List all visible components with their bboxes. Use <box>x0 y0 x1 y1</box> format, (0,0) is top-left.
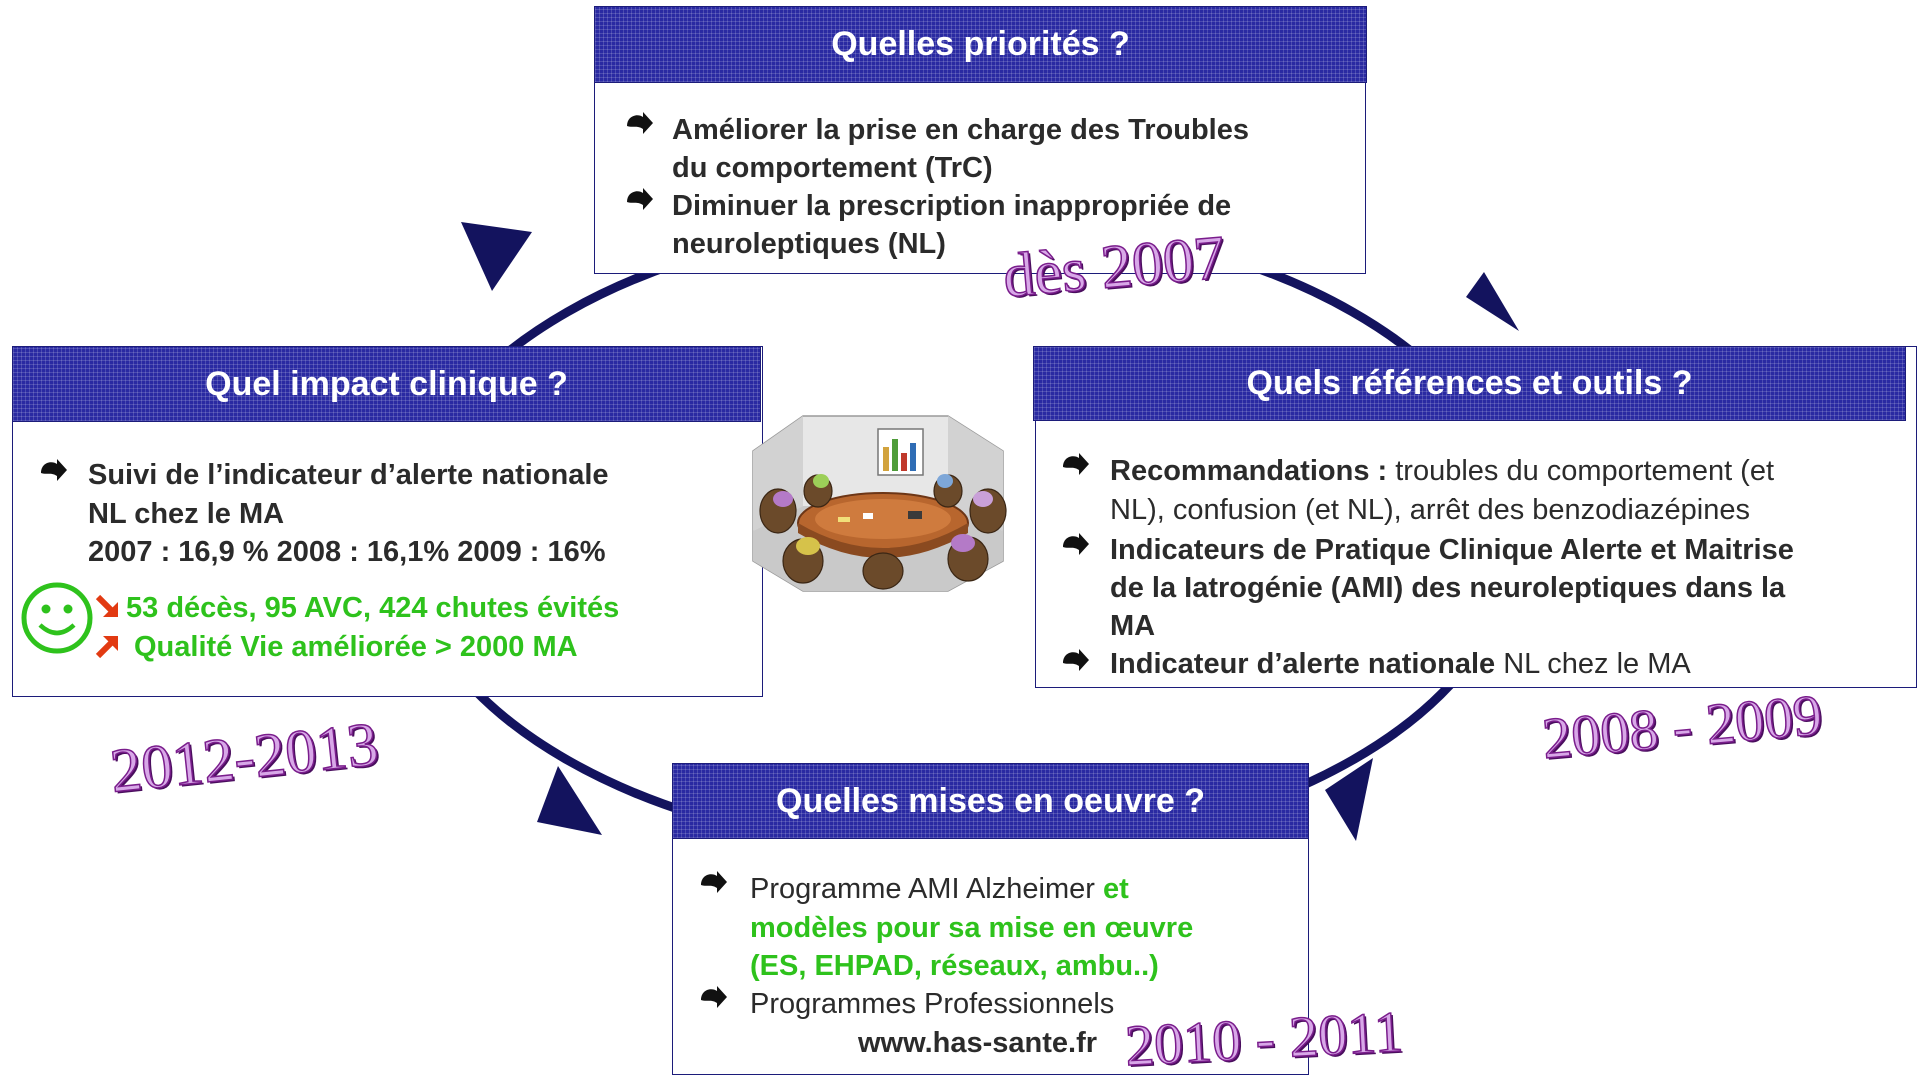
priorities-title: Quelles priorités ? <box>831 25 1130 63</box>
references-line-2: NL), confusion (et NL), arrêt des benzod… <box>1110 494 1750 526</box>
impact-line-4: 53 décès, 95 AVC, 424 chutes évités <box>126 592 620 624</box>
arrow-up-icon <box>95 636 118 659</box>
priority-1-line-2: du comportement (TrC) <box>672 152 993 184</box>
impact-line-3: 2007 : 16,9 % 2008 : 16,1% 2009 : 16% <box>88 536 606 568</box>
bullet-arrow-icon <box>1063 453 1089 475</box>
cycle-arrowhead-lower-left <box>537 766 602 835</box>
implementation-header: Quelles mises en oeuvre ? <box>672 763 1309 839</box>
priority-1-line-1: Améliorer la prise en charge des Trouble… <box>672 114 1249 146</box>
impact-header: Quel impact clinique ? <box>12 346 761 422</box>
references-line-5: MA <box>1110 610 1156 642</box>
references-line-1: Recommandations : troubles du comporteme… <box>1110 455 1775 487</box>
implementation-title: Quelles mises en oeuvre ? <box>776 781 1205 820</box>
priority-2-line-2: neuroleptiques (NL) <box>672 228 946 260</box>
priorities-header: Quelles priorités ? <box>594 6 1367 83</box>
implementation-line-2: modèles pour sa mise en œuvre <box>750 912 1194 944</box>
meeting-room-image <box>752 415 1007 592</box>
references-line-6: Indicateur d’alerte nationale NL chez le… <box>1110 648 1691 680</box>
bullet-arrow-icon <box>1063 649 1089 671</box>
cycle-arrowhead-upper-right <box>1466 272 1519 331</box>
references-title: Quels références et outils ? <box>1246 364 1693 402</box>
impact-line-2: NL chez le MA <box>88 498 285 530</box>
implementation-line-4: Programmes Professionnels <box>750 988 1115 1020</box>
bullet-arrow-icon <box>1063 533 1089 555</box>
references-line-3: Indicateurs de Pratique Clinique Alerte … <box>1110 534 1794 566</box>
bullet-arrow-icon <box>627 112 653 134</box>
implementation-line-1: Programme AMI Alzheimer et <box>750 873 1129 905</box>
bullet-arrow-icon <box>41 459 67 481</box>
impact-line-5: Qualité Vie améliorée > 2000 MA <box>134 631 578 663</box>
implementation-line-3: (ES, EHPAD, réseaux, ambu..) <box>750 950 1159 982</box>
arrow-down-icon <box>95 594 118 617</box>
references-header: Quels références et outils ? <box>1033 346 1906 421</box>
impact-line-1: Suivi de l’indicateur d’alerte nationale <box>88 459 609 491</box>
priority-2-line-1: Diminuer la prescription inappropriée de <box>672 190 1232 222</box>
references-line-4: de la Iatrogénie (AMI) des neuroleptique… <box>1110 572 1786 604</box>
cycle-arrowhead-upper-left <box>461 222 532 291</box>
bullet-arrow-icon <box>627 188 653 210</box>
impact-title: Quel impact clinique ? <box>205 364 568 403</box>
bullet-arrow-icon <box>701 986 727 1008</box>
has-sante-link[interactable]: www.has-sante.fr <box>858 1027 1098 1059</box>
smiley-icon <box>21 582 93 654</box>
cycle-arrowhead-lower-right <box>1325 758 1373 841</box>
bullet-arrow-icon <box>701 871 727 893</box>
date-label-2010-2011: 2010 - 2011 <box>1123 998 1406 1079</box>
